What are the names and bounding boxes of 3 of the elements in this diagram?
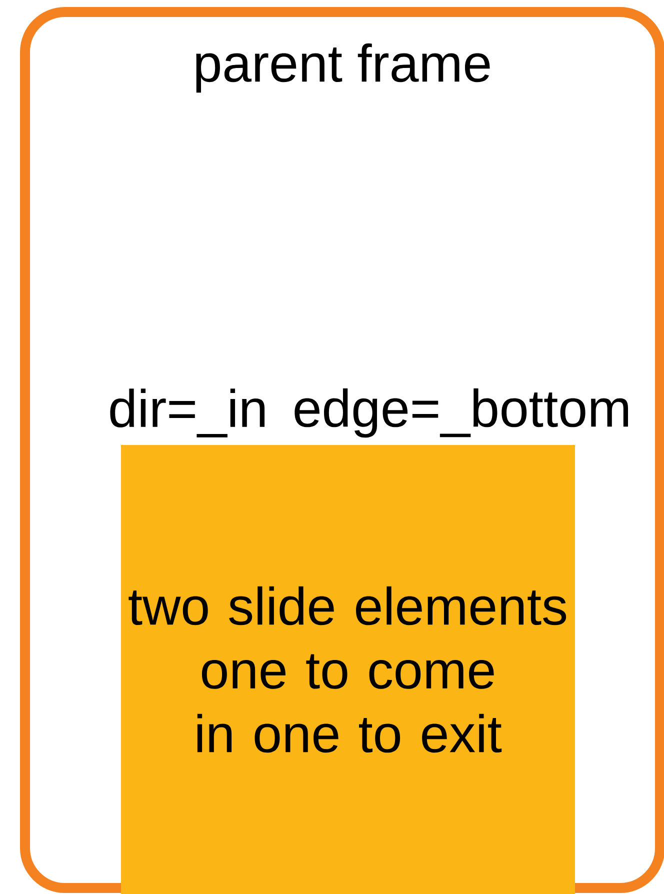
parameter-label: dir=_in xyxy=(110,388,265,438)
slide-box: two slide elements one to come in one to exit xyxy=(121,445,575,894)
parameter-label: edge=_bottom xyxy=(294,388,628,438)
